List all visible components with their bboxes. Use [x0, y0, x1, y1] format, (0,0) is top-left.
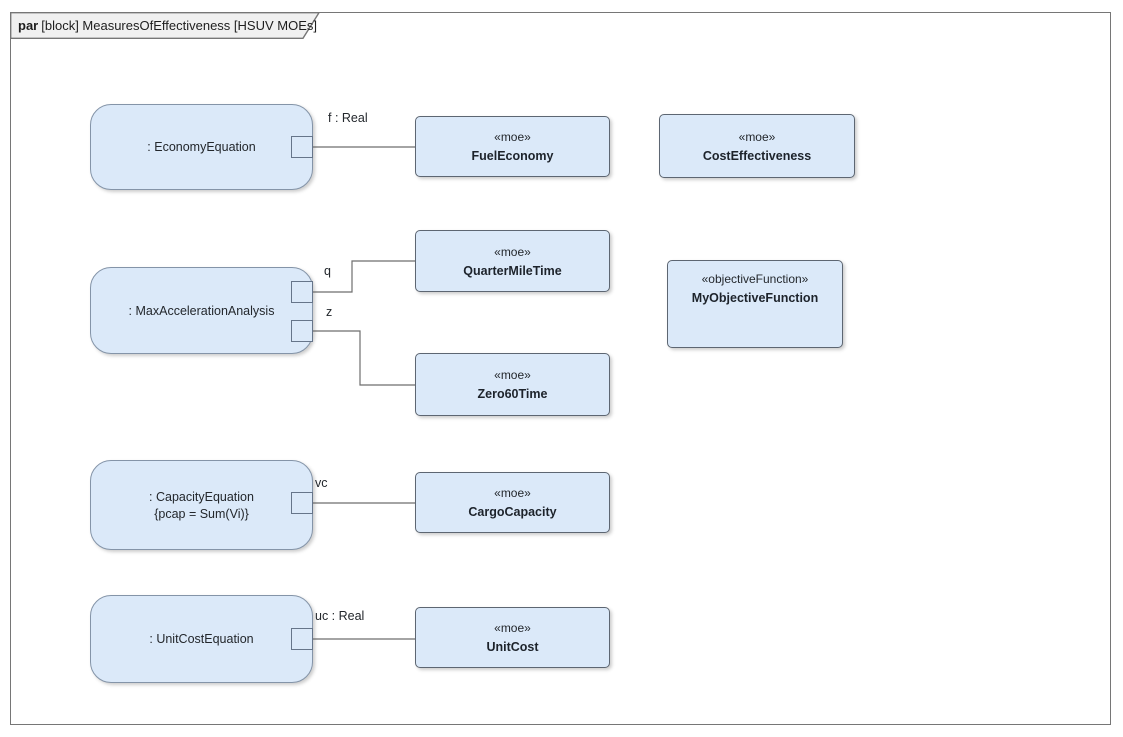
- moe-box-cargo-capacity[interactable]: «moe» CargoCapacity: [415, 472, 610, 533]
- stereotype-label: «objectiveFunction»: [701, 272, 809, 286]
- moe-name-label: Zero60Time: [477, 387, 548, 401]
- port-f[interactable]: [291, 136, 313, 158]
- stereotype-label: «moe»: [494, 130, 531, 144]
- moe-box-fuel-economy[interactable]: «moe» FuelEconomy: [415, 116, 610, 177]
- moe-box-unit-cost[interactable]: «moe» UnitCost: [415, 607, 610, 668]
- port-uc[interactable]: [291, 628, 313, 650]
- block-name-label: : EconomyEquation: [147, 140, 256, 154]
- connector-label-q[interactable]: q: [324, 264, 331, 278]
- moe-box-zero60-time[interactable]: «moe» Zero60Time: [415, 353, 610, 416]
- stereotype-label: «moe»: [494, 486, 531, 500]
- block-name-label: : MaxAccelerationAnalysis: [128, 303, 275, 318]
- moe-name-label: FuelEconomy: [471, 149, 554, 163]
- moe-name-label: CargoCapacity: [468, 505, 557, 519]
- stereotype-label: «moe»: [494, 368, 531, 382]
- port-vc[interactable]: [291, 492, 313, 514]
- block-name-label: : CapacityEquation: [149, 489, 254, 504]
- stereotype-label: «moe»: [738, 129, 776, 144]
- moe-box-quarter-mile-time[interactable]: «moe» QuarterMileTime: [415, 230, 610, 292]
- moe-box-cost-effectiveness[interactable]: «moe» CostEffectiveness: [659, 114, 855, 178]
- frame-tab-shape: [10, 12, 320, 39]
- connector-label-f-real[interactable]: f : Real: [328, 111, 368, 125]
- constraint-block-capacity-equation[interactable]: : CapacityEquation {pcap = Sum(Vi)}: [90, 460, 313, 550]
- objective-function-name-label: MyObjectiveFunction: [691, 291, 819, 305]
- connector-label-z[interactable]: z: [326, 305, 333, 319]
- constraint-block-max-acceleration-analysis[interactable]: : MaxAccelerationAnalysis: [90, 267, 313, 354]
- moe-name-label: UnitCost: [486, 640, 539, 654]
- block-name-label: : UnitCostEquation: [149, 632, 254, 646]
- stereotype-label: «moe»: [494, 244, 531, 259]
- port-z[interactable]: [291, 320, 313, 342]
- moe-name-label: QuarterMileTime: [463, 263, 562, 278]
- frame-tab: [10, 12, 320, 39]
- connector-label-vc[interactable]: vc: [315, 476, 328, 490]
- connector-label-uc-real[interactable]: uc : Real: [315, 609, 365, 623]
- connector-q[interactable]: [313, 260, 415, 293]
- stereotype-label: «moe»: [494, 621, 531, 635]
- constraint-block-unit-cost-equation[interactable]: : UnitCostEquation: [90, 595, 313, 683]
- frame-title-text: [block] MeasuresOfEffectiveness [HSUV MO…: [41, 18, 317, 33]
- frame-kind-label: par: [18, 18, 39, 33]
- moe-name-label: CostEffectiveness: [702, 148, 812, 163]
- connector-z[interactable]: [313, 330, 415, 386]
- port-q[interactable]: [291, 281, 313, 303]
- objective-function-box-my-objective-function[interactable]: «objectiveFunction» MyObjectiveFunction: [667, 260, 843, 348]
- block-constraint-label: {pcap = Sum(Vi)}: [154, 506, 249, 521]
- frame-title: par[block] MeasuresOfEffectiveness [HSUV…: [18, 12, 317, 39]
- constraint-block-economy-equation[interactable]: : EconomyEquation: [90, 104, 313, 190]
